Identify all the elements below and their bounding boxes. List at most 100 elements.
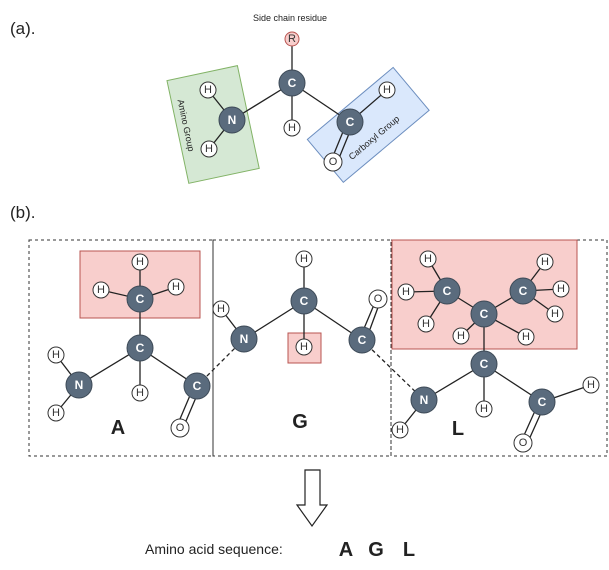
svg-text:O: O bbox=[176, 422, 185, 434]
hydrogen-atom: H bbox=[92, 281, 110, 299]
svg-text:N: N bbox=[75, 378, 84, 392]
svg-text:O: O bbox=[374, 293, 383, 305]
svg-text:H: H bbox=[457, 330, 465, 342]
svg-text:H: H bbox=[288, 122, 296, 134]
carbon-atom: C bbox=[509, 277, 537, 305]
svg-text:H: H bbox=[204, 84, 212, 96]
residue-box-a bbox=[28, 239, 214, 457]
nitrogen-atom: N bbox=[65, 371, 93, 399]
hydrogen-atom: H bbox=[47, 346, 65, 364]
carbon-atom: C bbox=[348, 326, 376, 354]
sequence-letter-g: G bbox=[368, 539, 384, 561]
carbon-atom: C bbox=[126, 285, 154, 313]
alpha-carbon-atom: C bbox=[278, 69, 306, 97]
side-chain-caption: Side chain residue bbox=[253, 13, 327, 23]
carbon-atom: C bbox=[126, 334, 154, 362]
oxygen-atom: O bbox=[323, 152, 343, 172]
svg-text:C: C bbox=[538, 395, 547, 409]
svg-text:H: H bbox=[480, 403, 488, 415]
down-arrow-icon bbox=[295, 469, 329, 528]
carbon-atom: C bbox=[290, 287, 318, 315]
svg-text:H: H bbox=[541, 256, 549, 268]
svg-text:O: O bbox=[519, 437, 528, 449]
svg-text:H: H bbox=[551, 308, 559, 320]
svg-text:C: C bbox=[480, 307, 489, 321]
hydrogen-atom: H bbox=[212, 300, 230, 318]
svg-text:H: H bbox=[205, 143, 213, 155]
oxygen-atom: O bbox=[513, 433, 533, 453]
svg-text:H: H bbox=[422, 318, 430, 330]
hydrogen-atom: H bbox=[199, 81, 217, 99]
hydrogen-atom: H bbox=[419, 250, 437, 268]
oxygen-atom: O bbox=[368, 289, 388, 309]
svg-text:C: C bbox=[519, 284, 528, 298]
sequence-label: Amino acid sequence: bbox=[145, 541, 283, 557]
nitrogen-atom: N bbox=[230, 325, 258, 353]
hydrogen-atom: H bbox=[391, 421, 409, 439]
hydrogen-atom: H bbox=[283, 119, 301, 137]
svg-text:C: C bbox=[136, 341, 145, 355]
hydrogen-atom: H bbox=[546, 305, 564, 323]
nitrogen-atom: N bbox=[218, 106, 246, 134]
svg-text:H: H bbox=[587, 379, 595, 391]
svg-text:O: O bbox=[329, 156, 338, 168]
svg-text:N: N bbox=[240, 332, 249, 346]
svg-text:H: H bbox=[52, 407, 60, 419]
svg-text:C: C bbox=[480, 357, 489, 371]
hydrogen-atom: H bbox=[131, 253, 149, 271]
svg-text:R: R bbox=[288, 33, 296, 45]
carbon-atom: C bbox=[470, 350, 498, 378]
svg-text:C: C bbox=[136, 292, 145, 306]
svg-text:H: H bbox=[396, 424, 404, 436]
hydrogen-atom: H bbox=[295, 338, 313, 356]
r-group-atom: R bbox=[284, 31, 300, 47]
hydrogen-atom: H bbox=[552, 280, 570, 298]
hydrogen-atom: H bbox=[200, 140, 218, 158]
svg-text:C: C bbox=[193, 379, 202, 393]
hydrogen-atom: H bbox=[295, 250, 313, 268]
hydrogen-atom: H bbox=[475, 400, 493, 418]
svg-text:C: C bbox=[346, 115, 355, 129]
hydrogen-atom: H bbox=[417, 315, 435, 333]
residue-letter-l: L bbox=[452, 418, 464, 440]
oxygen-atom: O bbox=[170, 418, 190, 438]
svg-text:H: H bbox=[136, 387, 144, 399]
sequence-letter-l: L bbox=[403, 539, 415, 561]
amino-group-box bbox=[166, 65, 260, 184]
svg-text:H: H bbox=[383, 84, 391, 96]
carbon-atom: C bbox=[470, 300, 498, 328]
panel-b-label: (b). bbox=[10, 203, 36, 222]
sequence-letter-a: A bbox=[339, 539, 353, 561]
svg-text:C: C bbox=[443, 284, 452, 298]
svg-text:C: C bbox=[358, 333, 367, 347]
svg-text:H: H bbox=[136, 256, 144, 268]
svg-text:N: N bbox=[420, 393, 429, 407]
hydrogen-atom: H bbox=[131, 384, 149, 402]
svg-text:C: C bbox=[288, 76, 297, 90]
carboxyl-carbon-atom: C bbox=[336, 108, 364, 136]
residue-letter-a: A bbox=[111, 417, 125, 439]
hydrogen-atom: H bbox=[517, 328, 535, 346]
hydrogen-atom: H bbox=[167, 278, 185, 296]
hydrogen-atom: H bbox=[536, 253, 554, 271]
hydrogen-atom: H bbox=[582, 376, 600, 394]
panel-a-label: (a). bbox=[10, 19, 36, 38]
svg-text:N: N bbox=[228, 113, 237, 127]
residue-letter-g: G bbox=[292, 411, 308, 433]
carbon-atom: C bbox=[528, 388, 556, 416]
svg-text:H: H bbox=[300, 253, 308, 265]
svg-text:H: H bbox=[424, 253, 432, 265]
residue-box-g bbox=[212, 239, 392, 457]
hydrogen-atom: H bbox=[397, 283, 415, 301]
svg-text:H: H bbox=[52, 349, 60, 361]
svg-text:H: H bbox=[300, 341, 308, 353]
carbon-atom: C bbox=[183, 372, 211, 400]
svg-text:H: H bbox=[97, 284, 105, 296]
hydrogen-atom: H bbox=[47, 404, 65, 422]
svg-text:H: H bbox=[522, 331, 530, 343]
hydrogen-atom: H bbox=[378, 81, 396, 99]
svg-text:H: H bbox=[402, 286, 410, 298]
svg-text:H: H bbox=[557, 283, 565, 295]
svg-text:H: H bbox=[172, 281, 180, 293]
